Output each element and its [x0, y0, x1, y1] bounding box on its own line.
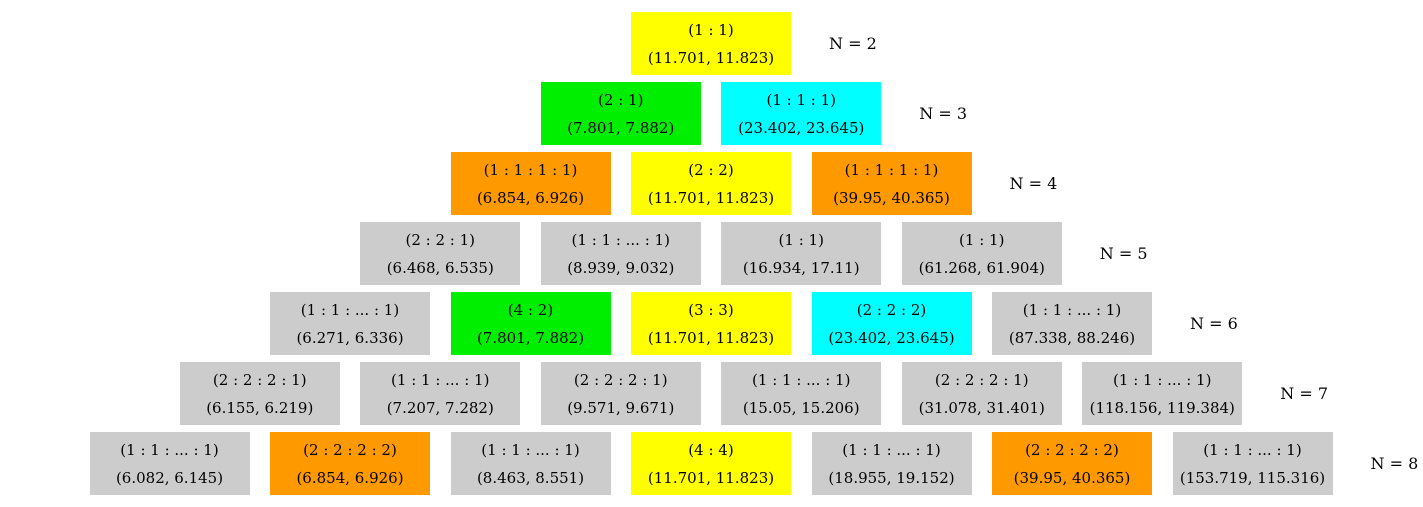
cell-ratio: (4 : 4): [688, 440, 734, 459]
ratio-cell: (1 : 1) (61.268, 61.904): [901, 222, 1062, 285]
row-n-label: N = 7: [1280, 384, 1329, 403]
cell-ratio: (2 : 2 : 2 : 1): [573, 370, 668, 389]
cell-ratio: (3 : 3): [688, 300, 734, 319]
cell-values: (8.939, 9.032): [567, 258, 675, 277]
cell-ratio: (1 : 1): [688, 20, 734, 39]
cell-ratio: (4 : 2): [507, 300, 554, 319]
cell-ratio: (1 : 1 : ... : 1): [391, 370, 490, 389]
ratio-cell: (1 : 1 : ... : 1) (6.082, 6.145): [89, 432, 250, 495]
ratio-cell: (2 : 2 : 2 : 1) (31.078, 31.401): [901, 362, 1062, 425]
cell-ratio: (2 : 2): [688, 160, 734, 179]
cell-values: (11.701, 11.823): [647, 468, 775, 487]
ratio-cell: (2 : 2 : 2 : 2) (6.854, 6.926): [270, 432, 430, 495]
ratio-cell: (2 : 2 : 1) (6.468, 6.535): [360, 222, 521, 285]
cell-values: (39.95, 40.365): [833, 188, 950, 207]
cell-values: (23.402, 23.645): [738, 118, 865, 137]
cell-values: (6.468, 6.535): [386, 258, 494, 277]
cell-values: (39.95, 40.365): [1013, 468, 1131, 487]
cell-values: (6.155, 6.219): [206, 398, 314, 417]
ratio-cell: (1 : 1 : ... : 1) (153.719, 115.316): [1172, 432, 1333, 495]
cell-ratio: (1 : 1 : ... : 1): [1022, 300, 1122, 319]
cell-ratio: (1 : 1 : ... : 1): [120, 440, 219, 459]
row-n-label: N = 5: [1099, 244, 1148, 263]
cell-ratio: (1 : 1 : 1 : 1): [844, 160, 939, 179]
cell-ratio: (1 : 1 : ... : 1): [481, 440, 580, 459]
ratio-cell: (1 : 1 : ... : 1) (87.338, 88.246): [992, 292, 1152, 355]
cell-values: (31.078, 31.401): [918, 398, 1045, 417]
cell-ratio: (1 : 1 : ... : 1): [842, 440, 941, 459]
cell-ratio: (2 : 1): [598, 90, 644, 109]
ratio-cell: (1 : 1 : 1 : 1) (6.854, 6.926): [450, 152, 611, 215]
cell-values: (11.701, 11.823): [647, 48, 775, 67]
cell-values: (6.082, 6.145): [115, 468, 224, 487]
ratio-cell: (1 : 1 : ... : 1) (8.939, 9.032): [540, 222, 701, 285]
ratio-cell: (2 : 2 : 2) (23.402, 23.645): [811, 292, 972, 355]
cell-values: (11.701, 11.823): [647, 188, 775, 207]
cell-values: (11.701, 11.823): [647, 328, 775, 347]
cell-ratio: (2 : 2 : 2): [856, 300, 927, 319]
cell-ratio: (1 : 1 : ... : 1): [300, 300, 400, 319]
cell-ratio: (1 : 1): [778, 230, 824, 249]
cell-values: (16.934, 17.11): [742, 258, 860, 277]
cell-values: (7.801, 7.882): [567, 118, 675, 137]
cell-values: (153.719, 115.316): [1179, 468, 1326, 487]
cell-values: (61.268, 61.904): [918, 258, 1045, 277]
row-n-label: N = 6: [1190, 314, 1238, 333]
cell-ratio: (1 : 1 : ... : 1): [571, 230, 670, 249]
row-n-label: N = 3: [919, 104, 968, 123]
ratio-cell: (2 : 2) (11.701, 11.823): [631, 152, 791, 215]
ratio-cell: (2 : 2 : 2 : 1) (9.571, 9.671): [540, 362, 701, 425]
cell-values: (118.156, 119.384): [1089, 398, 1235, 417]
ratio-cell: (1 : 1 : ... : 1) (15.05, 15.206): [721, 362, 882, 425]
cell-ratio: (1 : 1 : ... : 1): [752, 370, 851, 389]
ratio-cell: (2 : 2 : 2 : 2) (39.95, 40.365): [992, 432, 1152, 495]
cell-values: (7.801, 7.882): [476, 328, 585, 347]
cell-ratio: (2 : 2 : 1): [405, 230, 475, 249]
ratio-cell: (2 : 1) (7.801, 7.882): [540, 82, 701, 145]
ratio-cell: (1 : 1 : ... : 1) (18.955, 19.152): [811, 432, 972, 495]
cell-ratio: (1 : 1 : ... : 1): [1113, 370, 1212, 389]
ratio-cell: (2 : 2 : 2 : 1) (6.155, 6.219): [179, 362, 340, 425]
cell-values: (18.955, 19.152): [828, 468, 955, 487]
cell-ratio: (2 : 2 : 2 : 1): [934, 370, 1029, 389]
row-n-label: N = 4: [1009, 174, 1058, 193]
cell-ratio: (2 : 2 : 2 : 1): [212, 370, 307, 389]
cell-ratio: (1 : 1 : ... : 1): [1203, 440, 1302, 459]
ratio-cell: (4 : 4) (11.701, 11.823): [631, 432, 791, 495]
ratio-cell: (3 : 3) (11.701, 11.823): [631, 292, 791, 355]
ratio-cell: (1 : 1 : ... : 1) (118.156, 119.384): [1082, 362, 1243, 425]
ratio-cell: (1 : 1) (11.701, 11.823): [631, 12, 791, 75]
cell-values: (15.05, 15.206): [742, 398, 860, 417]
row-n-label: N = 8: [1370, 454, 1419, 473]
row-n-label: N = 2: [829, 34, 877, 53]
ratio-cell: (1 : 1) (16.934, 17.11): [721, 222, 882, 285]
cell-ratio: (1 : 1 : 1 : 1): [483, 160, 578, 179]
cell-ratio: (1 : 1): [959, 230, 1005, 249]
ratio-cell: (1 : 1 : ... : 1) (8.463, 8.551): [450, 432, 611, 495]
ratio-cell: (4 : 2) (7.801, 7.882): [450, 292, 611, 355]
cell-ratio: (2 : 2 : 2 : 2): [1025, 440, 1119, 459]
cell-values: (87.338, 88.246): [1008, 328, 1136, 347]
ratio-cell: (1 : 1 : ... : 1) (7.207, 7.282): [360, 362, 521, 425]
cell-values: (9.571, 9.671): [567, 398, 675, 417]
ratio-cell: (1 : 1 : ... : 1) (6.271, 6.336): [270, 292, 430, 355]
cell-values: (8.463, 8.551): [476, 468, 585, 487]
ratio-cell: (1 : 1 : 1 : 1) (39.95, 40.365): [811, 152, 972, 215]
cell-values: (6.854, 6.926): [476, 188, 585, 207]
cell-values: (23.402, 23.645): [828, 328, 955, 347]
cell-values: (6.271, 6.336): [296, 328, 404, 347]
cell-ratio: (1 : 1 : 1): [766, 90, 836, 109]
cell-ratio: (2 : 2 : 2 : 2): [303, 440, 397, 459]
cell-values: (6.854, 6.926): [296, 468, 404, 487]
cell-values: (7.207, 7.282): [386, 398, 494, 417]
ratio-cell: (1 : 1 : 1) (23.402, 23.645): [721, 82, 882, 145]
